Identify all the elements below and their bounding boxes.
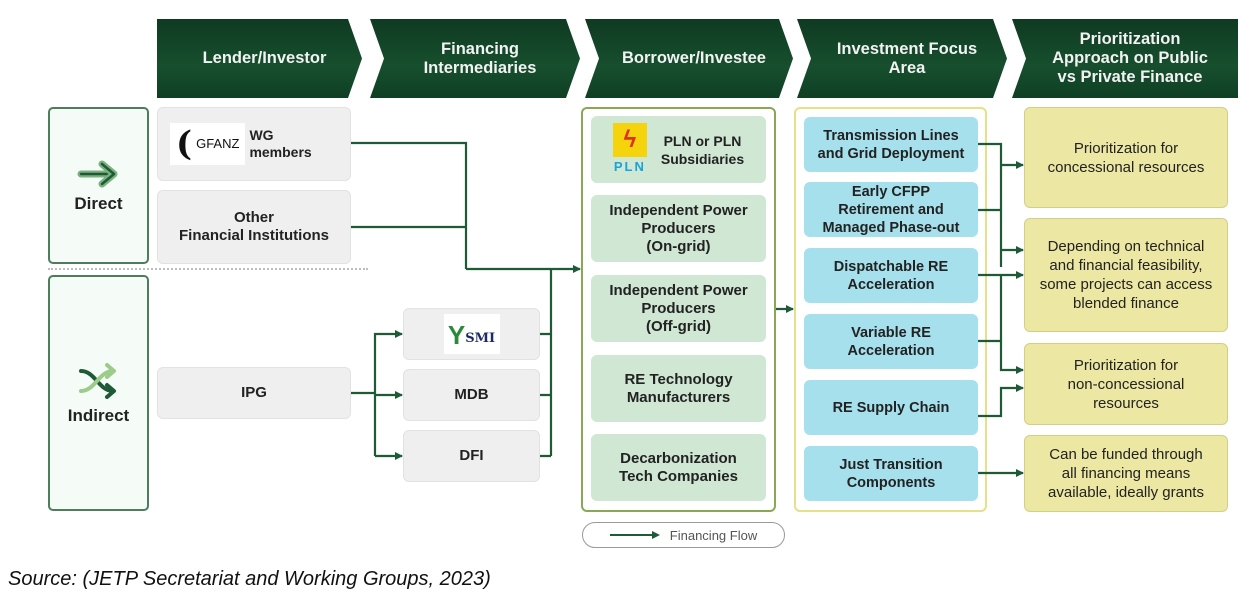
flow-ipg-to-smi (373, 330, 403, 456)
focus-transmission-lines: Transmission Lines and Grid Deployment (804, 117, 978, 172)
priority-non-concessional: Prioritization for non-concessional reso… (1024, 343, 1228, 425)
borrower-re-technology-manufacturers: RE Technology Manufacturers (591, 355, 766, 422)
legend: Financing Flow (582, 522, 785, 548)
priority-concessional: Prioritization for concessional resource… (1024, 107, 1228, 208)
mode-direct: Direct (48, 107, 149, 264)
header-lender-investor: Lender/Investor (157, 19, 362, 98)
shuffle-arrows-icon (78, 363, 116, 399)
flow-intermediaries-merge (540, 269, 553, 458)
header-financing-intermediaries: Financing Intermediaries (370, 19, 580, 98)
gfanz-label: WG members (249, 127, 312, 160)
gfanz-logo: (GFANZ (170, 123, 246, 165)
priority-all-financing-means: Can be funded through all financing mean… (1024, 435, 1228, 512)
borrower-ipp-off-grid: Independent Power Producers (Off-grid) (591, 275, 766, 342)
mode-indirect-label: Indirect (67, 406, 130, 425)
lender-ipg: IPG (157, 367, 351, 419)
legend-label: Financing Flow (669, 527, 758, 543)
priority-blended-finance: Depending on technical and financial fea… (1024, 218, 1228, 332)
lender-gfanz-wg-members: (GFANZ WG members (157, 107, 351, 181)
focus-just-transition: Just Transition Components (804, 446, 978, 501)
focus-re-supply-chain: RE Supply Chain (804, 380, 978, 435)
header-prioritization-approach: Prioritization Approach on Public vs Pri… (1012, 19, 1238, 98)
flow-gfanz (351, 141, 468, 269)
mode-indirect: Indirect (48, 275, 149, 511)
source-caption: Source: (JETP Secretariat and Working Gr… (8, 568, 491, 590)
lender-other-financial-institutions: Other Financial Institutions (157, 190, 351, 264)
header-borrower-investee: Borrower/Investee (585, 19, 793, 98)
mode-direct-label: Direct (74, 193, 123, 213)
borrower-decarbonization-tech: Decarbonization Tech Companies (591, 434, 766, 501)
direct-indirect-divider (48, 268, 368, 270)
arrow-right-icon (77, 160, 117, 187)
intermediary-mdb: MDB (403, 369, 540, 421)
flow-dispatchable-down (999, 275, 1024, 374)
focus-area-group-frame (794, 107, 987, 512)
focus-dispatchable-re: Dispatchable RE Acceleration (804, 248, 978, 303)
focus-variable-re: Variable RE Acceleration (804, 314, 978, 369)
legend-arrow-icon (609, 531, 660, 539)
header-investment-focus-area: Investment Focus Area (797, 19, 1007, 98)
borrower-ipp-on-grid: Independent Power Producers (On-grid) (591, 195, 766, 262)
focus-early-cfpp-retirement: Early CFPP Retirement and Managed Phase-… (804, 182, 978, 237)
intermediary-dfi: DFI (403, 430, 540, 482)
